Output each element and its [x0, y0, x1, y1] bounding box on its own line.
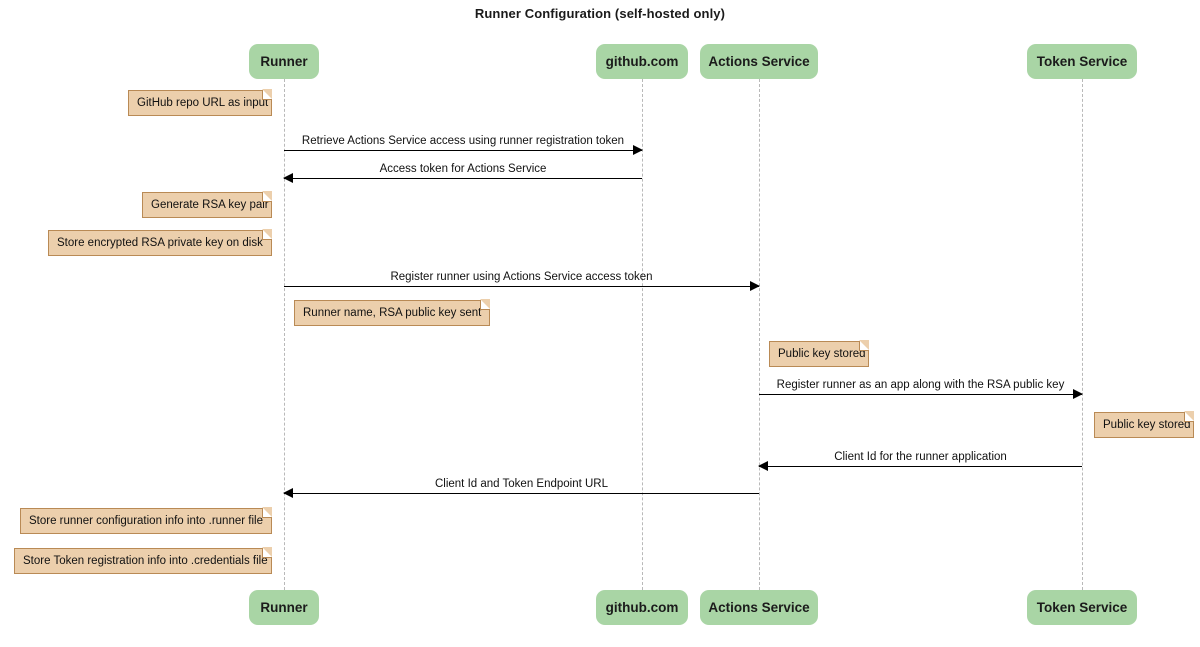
- participant-label: Token Service: [1036, 53, 1128, 69]
- lifeline-actions: [759, 79, 760, 590]
- note-text: Generate RSA key pair: [151, 199, 269, 211]
- message-label: Client Id and Token Endpoint URL: [434, 478, 609, 490]
- note-fold-corner-icon: [262, 229, 272, 240]
- arrow-head-icon: [283, 173, 293, 183]
- participant-label: Actions Service: [708, 53, 810, 69]
- arrow-line: [759, 394, 1082, 395]
- message-label: Retrieve Actions Service access using ru…: [301, 135, 625, 147]
- note-text: Store runner configuration info into .ru…: [29, 515, 263, 527]
- participant-label: github.com: [605, 53, 679, 69]
- participant-label: Actions Service: [708, 599, 810, 615]
- lifeline-runner: [284, 79, 285, 590]
- participant-label: github.com: [605, 599, 679, 615]
- participant-token-top[interactable]: Token Service: [1027, 44, 1137, 79]
- note-box: Runner name, RSA public key sent: [294, 299, 490, 326]
- note-fold-corner-icon: [262, 191, 272, 202]
- participant-github-bottom[interactable]: github.com: [596, 590, 688, 625]
- note-fold-corner-icon: [262, 507, 272, 518]
- note-text: Store encrypted RSA private key on disk: [57, 237, 263, 249]
- lifeline-github: [642, 79, 643, 590]
- message-label: Access token for Actions Service: [379, 163, 547, 175]
- message-label: Register runner as an app along with the…: [776, 379, 1065, 391]
- note-fold-corner-icon: [262, 547, 272, 558]
- note-box: GitHub repo URL as input: [128, 89, 272, 116]
- note-fold-corner-icon: [859, 340, 869, 351]
- arrow-line: [284, 150, 642, 151]
- arrow-head-icon: [1073, 389, 1083, 399]
- arrow-head-icon: [750, 281, 760, 291]
- message-label: Client Id for the runner application: [834, 451, 1007, 463]
- participant-runner-top[interactable]: Runner: [249, 44, 319, 79]
- lifeline-token: [1082, 79, 1083, 590]
- arrow-line: [284, 286, 759, 287]
- arrow-head-icon: [633, 145, 643, 155]
- note-fold-corner-icon: [1184, 411, 1194, 422]
- note-box: Public key stored: [769, 340, 869, 367]
- note-text: Public key stored: [1103, 419, 1191, 431]
- note-text: Store Token registration info into .cred…: [23, 555, 268, 567]
- note-box: Store encrypted RSA private key on disk: [48, 229, 272, 256]
- note-box: Public key stored: [1094, 411, 1194, 438]
- note-text: GitHub repo URL as input: [137, 97, 269, 109]
- participant-label: Runner: [260, 599, 308, 615]
- arrow-head-icon: [283, 488, 293, 498]
- arrow-line: [759, 466, 1082, 467]
- arrow-line: [284, 178, 642, 179]
- page-title: Runner Configuration (self-hosted only): [474, 6, 726, 21]
- note-box: Store Token registration info into .cred…: [14, 547, 272, 574]
- participant-label: Runner: [260, 53, 308, 69]
- message-label: Register runner using Actions Service ac…: [390, 271, 653, 283]
- arrow-head-icon: [758, 461, 768, 471]
- participant-runner-bottom[interactable]: Runner: [249, 590, 319, 625]
- note-text: Public key stored: [778, 348, 866, 360]
- note-fold-corner-icon: [262, 89, 272, 100]
- note-box: Generate RSA key pair: [142, 191, 272, 218]
- note-box: Store runner configuration info into .ru…: [20, 507, 272, 534]
- arrow-line: [284, 493, 759, 494]
- participant-github-top[interactable]: github.com: [596, 44, 688, 79]
- participant-token-bottom[interactable]: Token Service: [1027, 590, 1137, 625]
- note-text: Runner name, RSA public key sent: [303, 307, 482, 319]
- participant-actions-bottom[interactable]: Actions Service: [700, 590, 818, 625]
- participant-label: Token Service: [1036, 599, 1128, 615]
- participant-actions-top[interactable]: Actions Service: [700, 44, 818, 79]
- note-fold-corner-icon: [480, 299, 490, 310]
